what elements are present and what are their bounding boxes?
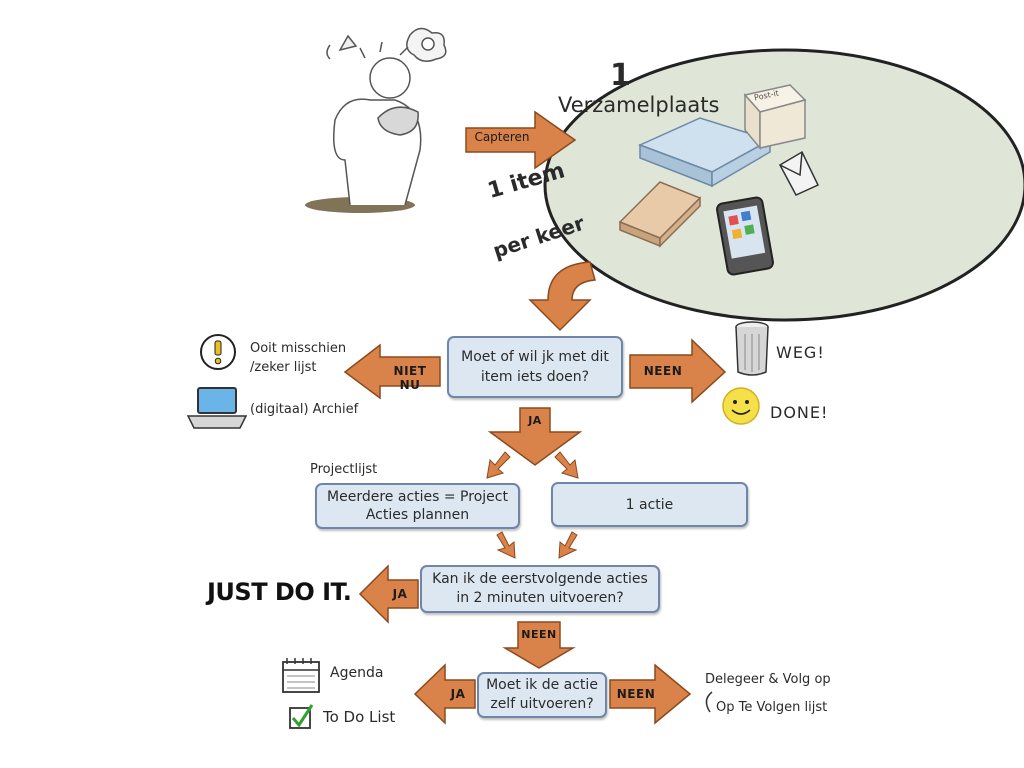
done-label: DONE!: [770, 403, 829, 422]
exclamation-icon: [200, 334, 236, 370]
no-label-right: NEEN: [643, 364, 683, 378]
archive-label: (digitaal) Archief: [250, 402, 359, 417]
smiley-icon: [722, 387, 760, 425]
yes-arrow-agenda: [413, 663, 476, 725]
no-arrow-delegate: [609, 663, 692, 725]
someday-list-line1: Ooit misschien: [250, 341, 347, 356]
inbox-tray-icon: [638, 117, 772, 188]
decision-box-self: Moet ik de actie zelf uitvoeren?: [477, 672, 607, 718]
multi-action-box: Meerdere acties = Project Acties plannen: [315, 483, 520, 529]
single-action-box: 1 actie: [551, 482, 748, 527]
decision-box-action: Moet of wil jk met dit item iets doen?: [447, 336, 623, 398]
calendar-icon: [282, 658, 320, 693]
laptop-icon: [186, 387, 248, 429]
no-arrow-right: [629, 338, 727, 404]
stressed-person-illustration: [305, 27, 447, 213]
postit-box-icon: [743, 84, 807, 151]
trash-can-icon: [735, 321, 769, 376]
inbox-title: Verzamelplaats: [558, 93, 720, 117]
no-arrow-down: [502, 621, 576, 669]
delegate-line2: Op Te Volgen lijst: [716, 700, 828, 715]
trash-label: WEG!: [776, 343, 825, 362]
capture-label: Capteren: [474, 130, 530, 144]
multi-action-line1: Meerdere acties = Project: [327, 489, 508, 505]
todo-label: To Do List: [323, 708, 396, 726]
capture-arrow: [465, 110, 577, 170]
inbox-circle: [543, 48, 1024, 322]
project-list-title: Projectlijst: [310, 462, 378, 477]
smartphone-icon: [716, 196, 774, 276]
decision2-line2: in 2 minuten uitvoeren?: [456, 590, 624, 606]
not-now-arrow: [343, 343, 441, 400]
yes-label-agenda: JA: [450, 687, 466, 701]
curved-down-arrow: [528, 261, 596, 332]
no-label-down: NEEN: [521, 628, 557, 641]
split-arrows: [486, 451, 579, 559]
decision-box-two-minutes: Kan ik de eerstvolgende acties in 2 minu…: [420, 565, 660, 613]
not-now-label: NIET NU: [393, 364, 427, 392]
someday-list-line2: /zeker lijst: [250, 360, 317, 375]
yes-label-down: JA: [528, 414, 542, 427]
delegate-line1: Delegeer & Volg op: [705, 672, 831, 687]
envelope-icon: [779, 150, 820, 196]
inbox-number: 1: [610, 58, 631, 93]
just-do-it-label: JUST DO IT.: [207, 578, 352, 606]
delegate-curve-icon: [705, 691, 713, 713]
yes-arrow-down: [487, 407, 583, 466]
decision1-line1: Moet of wil jk met dit: [461, 349, 609, 365]
single-action-label: 1 actie: [625, 496, 674, 513]
decision2-line1: Kan ik de eerstvolgende acties: [432, 571, 648, 587]
decision1-line2: item iets doen?: [480, 369, 590, 385]
checkbox-checked-icon: [289, 704, 314, 729]
decision3-line1: Moet ik de actie: [486, 677, 598, 693]
agenda-label: Agenda: [330, 665, 384, 681]
yes-label-just-do-it: JA: [392, 587, 408, 601]
notebook-icon: [618, 181, 702, 248]
decision3-line2: zelf uitvoeren?: [490, 696, 594, 712]
yes-arrow-just-do-it: [358, 564, 419, 624]
multi-action-line2: Acties plannen: [365, 507, 470, 523]
no-label-delegate: NEEN: [616, 687, 656, 701]
